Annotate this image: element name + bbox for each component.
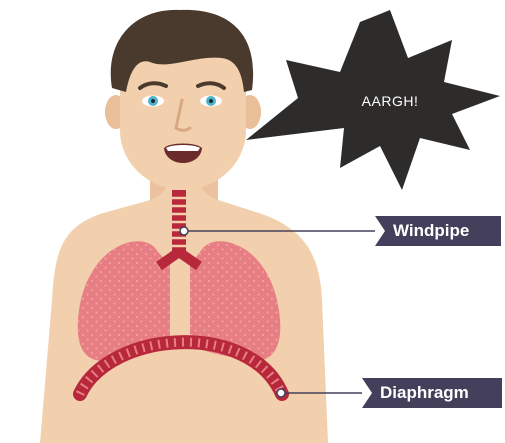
exclamation-text: AARGH! <box>345 93 435 109</box>
windpipe-label-text: Windpipe <box>393 221 469 241</box>
diaphragm-label-text: Diaphragm <box>380 383 469 403</box>
diaphragm-label: Diaphragm <box>362 378 502 408</box>
windpipe-label: Windpipe <box>375 216 501 246</box>
windpipe-dot <box>180 227 188 235</box>
diaphragm-dot <box>277 389 285 397</box>
